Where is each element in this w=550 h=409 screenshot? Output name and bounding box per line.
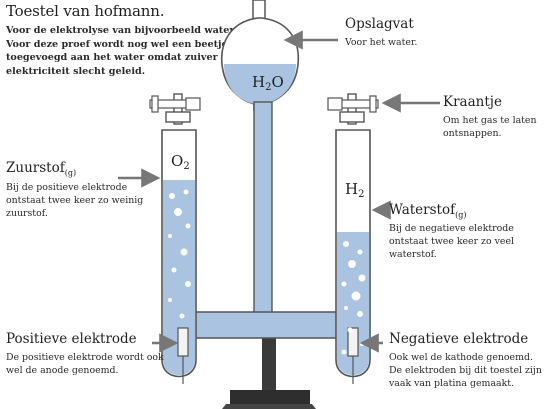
left-tap bbox=[149, 95, 201, 113]
central-tube bbox=[253, 101, 273, 319]
reservoir bbox=[220, 0, 300, 111]
label-negatieve-elektrode: Negatieve elektrode bbox=[389, 331, 529, 347]
left-column bbox=[161, 93, 197, 378]
desc-waterstof: Bij de negatieve elektrode ontstaat twee… bbox=[389, 223, 515, 261]
right-tap bbox=[327, 95, 379, 113]
page-title: Toestel van hofmann. bbox=[6, 2, 165, 20]
positive-electrode bbox=[177, 327, 189, 357]
desc-positieve-elektrode: De positieve elektrode wordt ook wel de … bbox=[6, 352, 164, 377]
label-waterstof: Waterstof(g) bbox=[389, 202, 467, 220]
label-zuurstof: Zuurstof(g) bbox=[6, 160, 77, 178]
label-opslagvat: Opslagvat bbox=[345, 16, 414, 32]
label-positieve-elektrode: Positieve elektrode bbox=[6, 331, 137, 347]
hydrogen-formula: H2 bbox=[345, 180, 364, 200]
desc-opslagvat: Voor het water. bbox=[345, 37, 418, 48]
label-kraantje: Kraantje bbox=[443, 94, 502, 110]
desc-kraantje: Om het gas te laten ontsnappen. bbox=[443, 115, 537, 140]
stand bbox=[222, 338, 316, 409]
intro-text: Voor de elektrolyse van bijvoorbeeld wat… bbox=[6, 25, 256, 77]
water-formula: H2O bbox=[252, 73, 284, 93]
desc-negatieve-elektrode: Ook wel de kathode genoemd. De elektrode… bbox=[389, 352, 542, 390]
pointer-arrows bbox=[118, 30, 440, 353]
desc-zuurstof: Bij de positieve elektrode ontstaat twee… bbox=[6, 182, 144, 220]
oxygen-formula: O2 bbox=[171, 152, 190, 172]
